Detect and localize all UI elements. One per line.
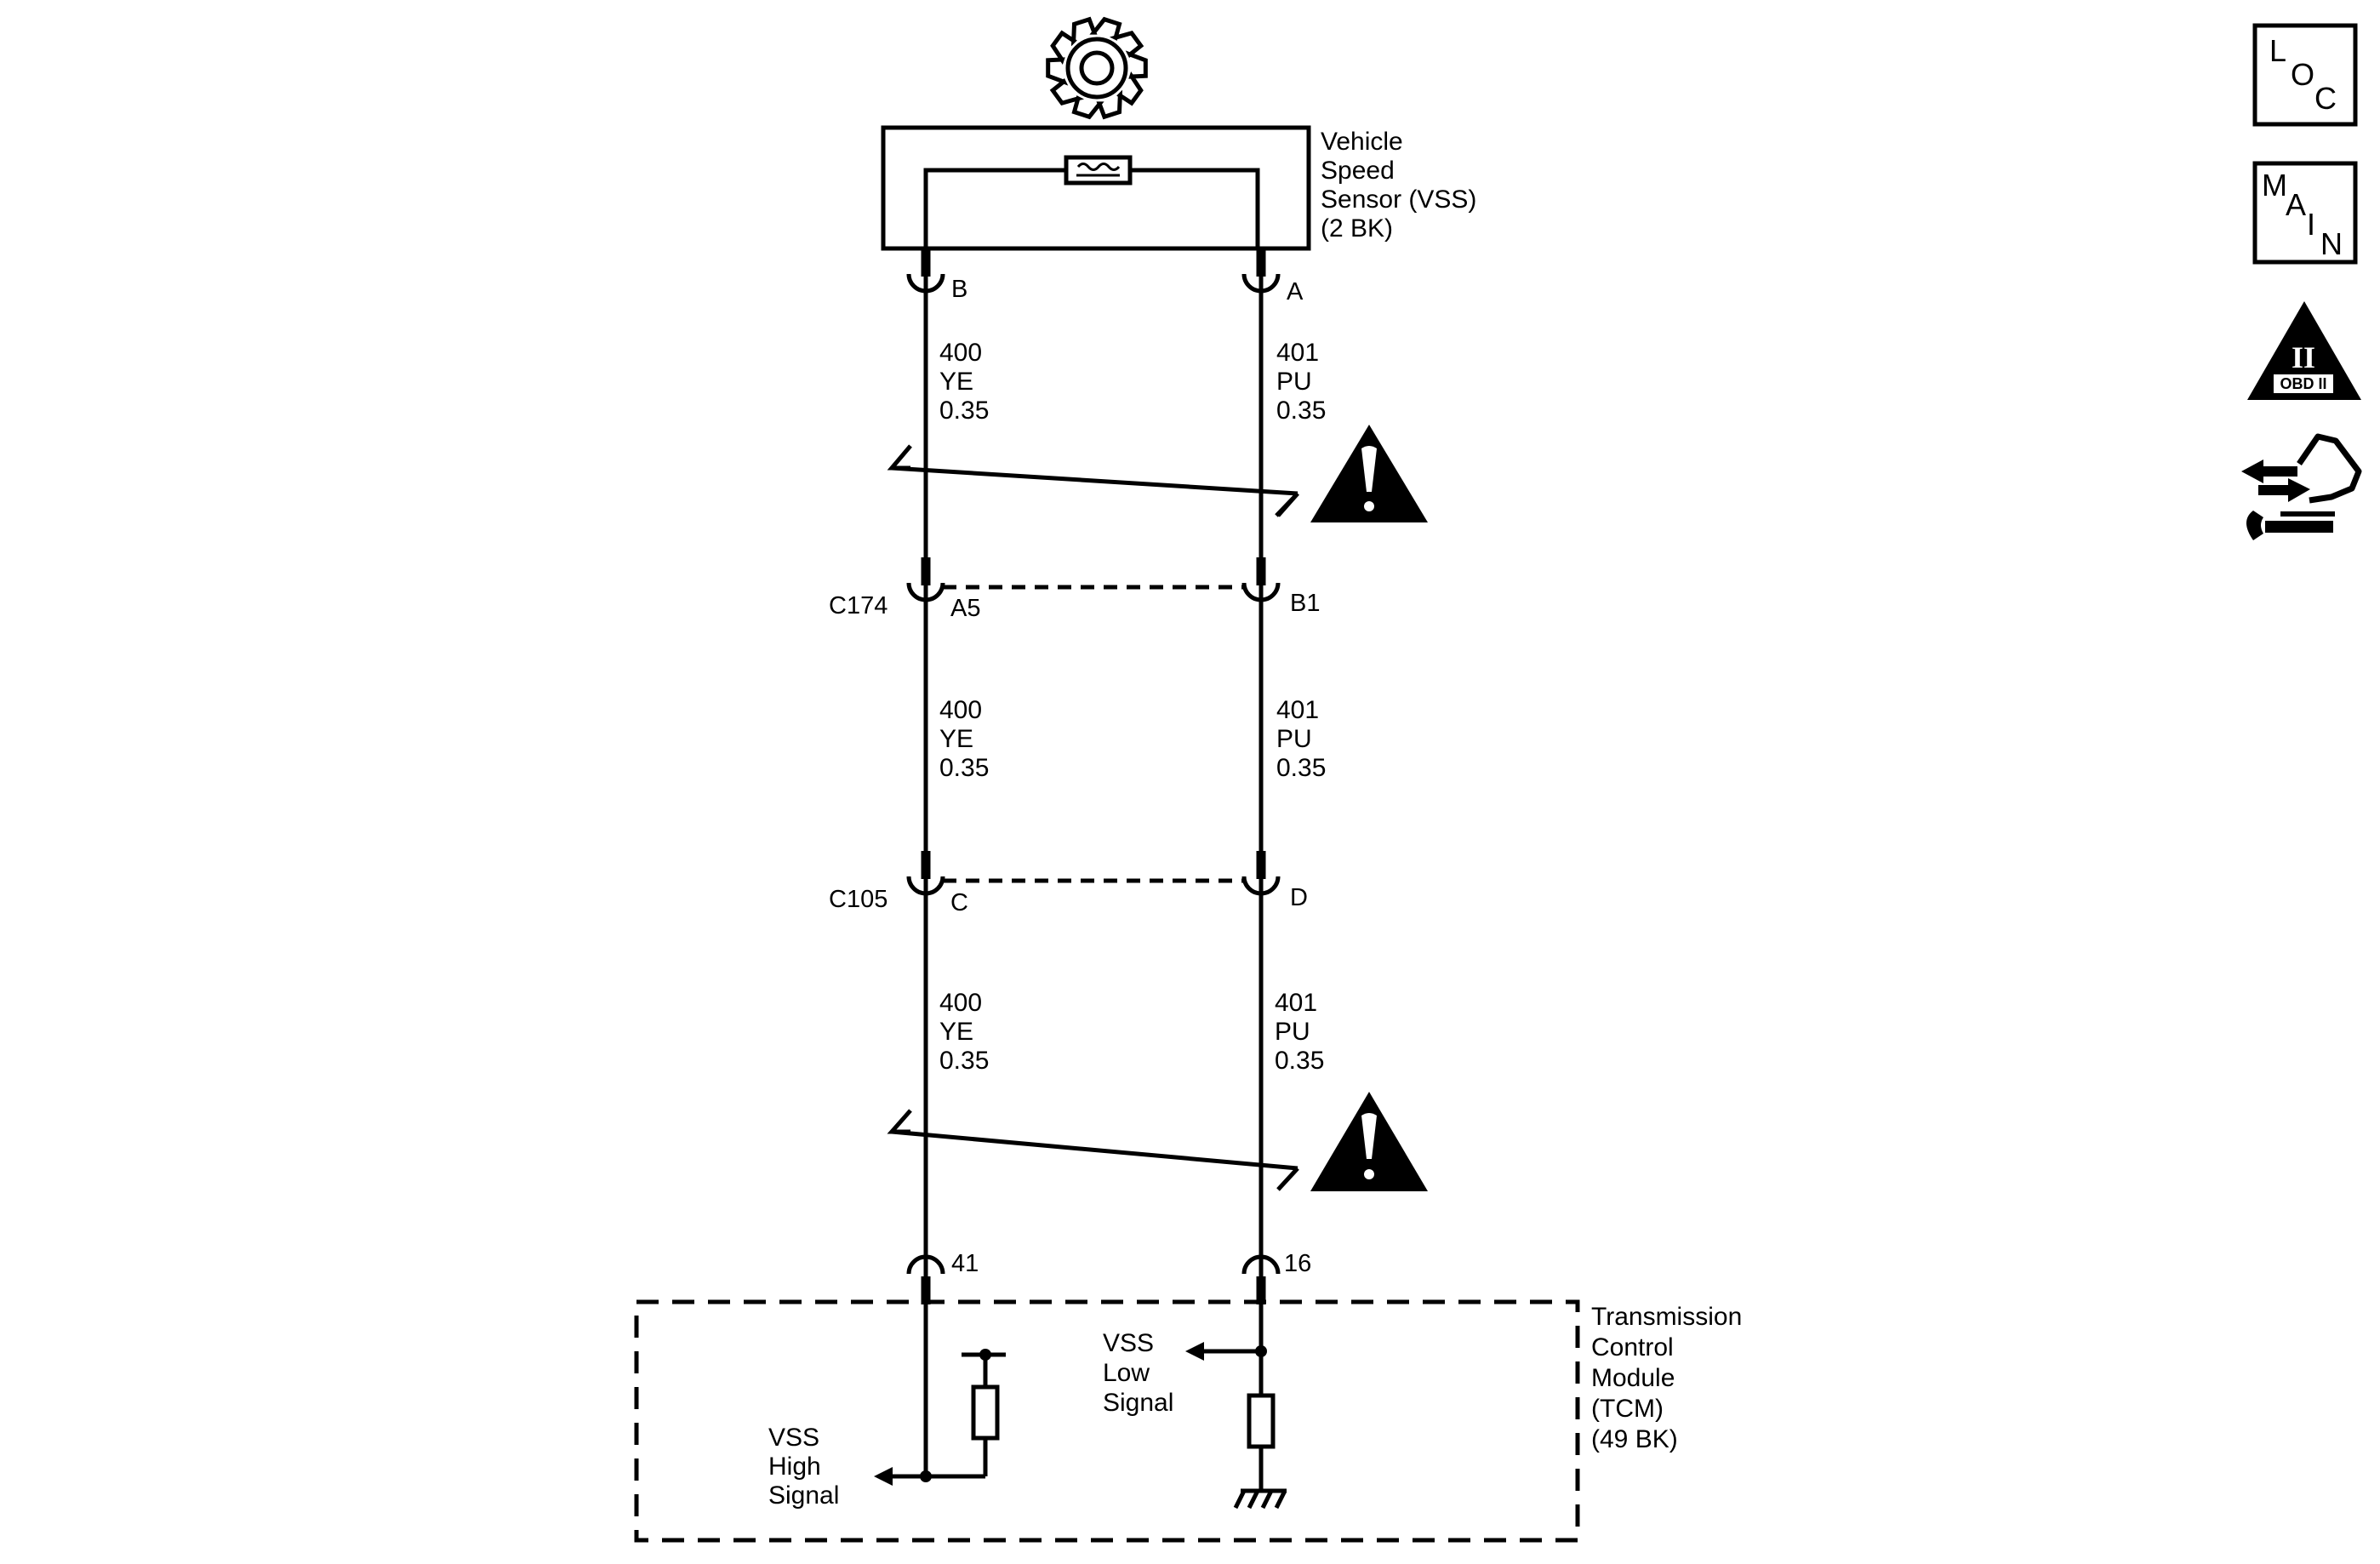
tcm-label-line-4: (TCM)	[1591, 1395, 1664, 1423]
high-signal-label-line-2: High	[768, 1453, 821, 1481]
connector-c105-pin-c: C	[950, 889, 968, 916]
connector-c105-pin-d: D	[1290, 884, 1308, 911]
circuit-400-color-3: YE	[939, 1018, 973, 1046]
connector-c174-name: C174	[829, 592, 888, 619]
sensor-label-line-1: Vehicle	[1321, 128, 1403, 156]
connector-arcs	[906, 273, 1281, 1275]
connector-c174-pin-a5: A5	[950, 595, 980, 622]
main-icon[interactable]: M A I N	[2252, 161, 2358, 265]
sensor-pin-b: B	[951, 276, 967, 303]
circuit-401-color-3: PU	[1275, 1018, 1310, 1046]
svg-text:C: C	[2314, 81, 2337, 116]
module-pin-41: 41	[951, 1250, 979, 1277]
twisted-pair-symbol-2	[887, 1109, 1299, 1191]
circuit-401-color-1: PU	[1276, 368, 1312, 396]
circuit-400-size-1: 0.35	[939, 397, 989, 425]
svg-text:OBD II: OBD II	[2280, 375, 2326, 392]
connector-c105-name: C105	[829, 886, 888, 913]
high-signal-label-line-3: Signal	[768, 1481, 839, 1510]
low-signal-label-line-3: Signal	[1103, 1389, 1173, 1417]
tcm-label-line-5: (49 BK)	[1591, 1425, 1678, 1453]
circuit-401-color-2: PU	[1276, 725, 1312, 753]
svg-text:M: M	[2262, 168, 2287, 203]
connector-c174-pin-b1: B1	[1290, 590, 1320, 617]
low-signal-junction	[1255, 1345, 1267, 1357]
tcm-label-line-2: Control	[1591, 1333, 1674, 1361]
sensor-pin-a: A	[1287, 278, 1304, 305]
svg-text:O: O	[2291, 57, 2314, 92]
low-signal-label-line-2: Low	[1103, 1359, 1150, 1387]
tcm-high-signal-circuit	[889, 1302, 1006, 1479]
circuit-400-color-1: YE	[939, 368, 973, 396]
sensor-box	[881, 125, 1311, 251]
circuit-401-size-2: 0.35	[1276, 754, 1326, 782]
circuit-401-number-3: 401	[1275, 989, 1317, 1017]
gear-icon	[1046, 16, 1148, 120]
warning-icon	[1310, 425, 1428, 522]
sensor-coil-icon	[1064, 155, 1133, 186]
svg-text:II: II	[2292, 340, 2315, 374]
module-pin-16: 16	[1284, 1250, 1311, 1277]
circuit-400-number-1: 400	[939, 339, 982, 367]
low-signal-label-line-1: VSS	[1103, 1329, 1154, 1357]
tcm-low-signal-circuit	[1204, 1302, 1287, 1510]
circuit-400-size-2: 0.35	[939, 754, 989, 782]
tcm-box	[634, 1299, 1580, 1543]
svg-text:A: A	[2286, 187, 2306, 222]
svg-text:N: N	[2320, 226, 2343, 261]
circuit-400-number-2: 400	[939, 696, 982, 724]
tcm-label-line-3: Module	[1591, 1364, 1675, 1392]
circuit-401-size-1: 0.35	[1276, 397, 1326, 425]
circuit-400-color-2: YE	[939, 725, 973, 753]
svg-text:I: I	[2307, 207, 2315, 242]
warning-icon	[1310, 1092, 1428, 1191]
loc-icon[interactable]: L O C	[2252, 23, 2358, 127]
high-signal-arrow-icon	[874, 1467, 893, 1486]
obd-ii-icon[interactable]: OBD II II	[2247, 301, 2361, 400]
high-signal-pullup-junction	[979, 1349, 991, 1361]
circuit-400-number-3: 400	[939, 989, 982, 1017]
twisted-pair-symbol-1	[887, 444, 1299, 517]
sensor-internal-wire	[923, 168, 1260, 248]
repair-hand-icon[interactable]	[2241, 433, 2362, 540]
sensor-label-line-4: (2 BK)	[1321, 214, 1393, 243]
low-signal-arrow-icon	[1185, 1342, 1204, 1361]
circuit-401-size-3: 0.35	[1275, 1047, 1324, 1075]
sensor-label-line-3: Sensor (VSS)	[1321, 186, 1476, 214]
svg-text:L: L	[2269, 33, 2286, 68]
circuit-401-number-1: 401	[1276, 339, 1319, 367]
tcm-label-line-1: Transmission	[1591, 1303, 1742, 1331]
circuit-400-size-3: 0.35	[939, 1047, 989, 1075]
sensor-label-line-2: Speed	[1321, 157, 1395, 185]
circuit-401-number-2: 401	[1276, 696, 1319, 724]
high-signal-label-line-1: VSS	[768, 1424, 819, 1452]
high-signal-junction	[920, 1470, 932, 1482]
